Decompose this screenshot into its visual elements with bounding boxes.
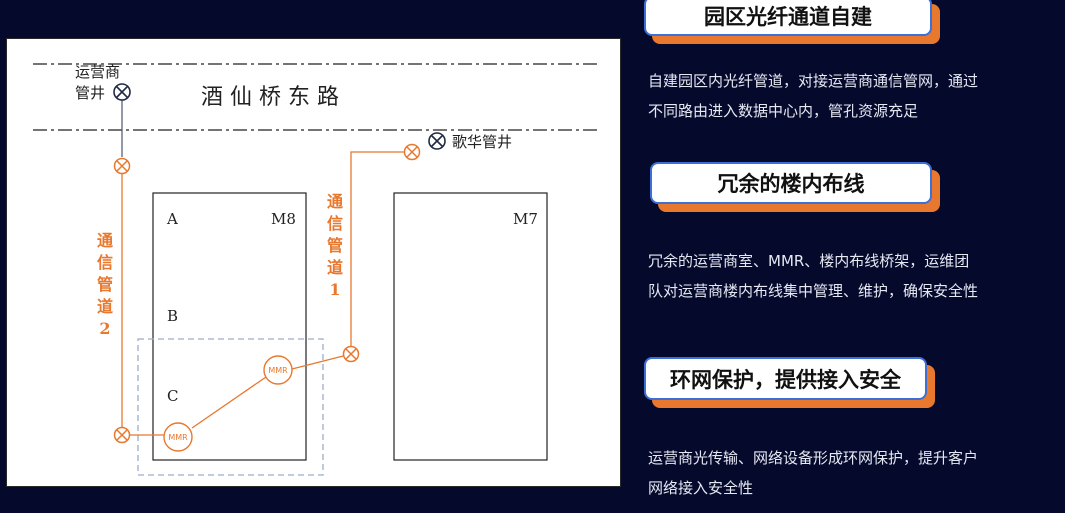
mmr-node-lower-label: MMR bbox=[168, 433, 188, 442]
section-desc-fiber: 自建园区内光纤管道，对接运营商通信管网，通过 不同路由进入数据中心内，管孔资源充… bbox=[648, 66, 1048, 126]
road-label: 酒 仙 桥 东 路 bbox=[201, 85, 339, 110]
section-heading-ring: 环网保护，提供接入安全 bbox=[644, 357, 935, 408]
desc-line: 不同路由进入数据中心内，管孔资源充足 bbox=[648, 102, 919, 120]
mmr-node-upper bbox=[263, 355, 293, 385]
mmr-zone-dashed-box bbox=[137, 338, 324, 476]
gehua-well-icon bbox=[428, 132, 446, 150]
channel-1-manhole-bottom-icon bbox=[342, 345, 360, 363]
channel-2-label-char: 道 bbox=[97, 297, 113, 316]
channel-1-label-char: 管 bbox=[327, 236, 343, 255]
channel-1-label-char: 1 bbox=[329, 280, 340, 299]
channel-1-label-char: 道 bbox=[327, 258, 343, 277]
channel-2-label: 通 信 管 道 2 bbox=[97, 231, 113, 338]
mmr-node-lower bbox=[163, 422, 193, 452]
floor-c-label: C bbox=[167, 387, 178, 405]
mmr-link bbox=[191, 376, 267, 429]
operator-well-label-line1: 运营商 bbox=[75, 63, 120, 81]
section-title: 环网保护，提供接入安全 bbox=[644, 357, 927, 400]
floor-a-label: A bbox=[166, 210, 178, 228]
building-m7-label: M7 bbox=[513, 210, 538, 228]
section-desc-cabling: 冗余的运营商室、MMR、楼内布线桥架，运维团 队对运营商楼内布线集中管理、维护，… bbox=[648, 246, 1048, 306]
floor-b-label: B bbox=[167, 307, 178, 325]
channel-2-label-char: 通 bbox=[97, 231, 113, 250]
mmr-node-upper-label: MMR bbox=[268, 366, 288, 375]
channel-2-label-char: 管 bbox=[97, 275, 113, 294]
desc-line: 网络接入安全性 bbox=[648, 479, 754, 497]
channel-2-label-char: 信 bbox=[97, 253, 113, 272]
channel-1-path bbox=[291, 151, 412, 370]
section-heading-fiber: 园区光纤通道自建 bbox=[644, 0, 940, 44]
channel-2-manhole-top-icon bbox=[113, 157, 131, 175]
gehua-well-label: 歌华管井 bbox=[452, 133, 512, 151]
section-title: 冗余的楼内布线 bbox=[650, 162, 932, 204]
channel-1-label-char: 通 bbox=[327, 192, 343, 211]
section-title: 园区光纤通道自建 bbox=[644, 0, 932, 36]
diagram-canvas: 酒 仙 桥 东 路 运营商 管井 歌华管井 M8 M7 A B C bbox=[33, 63, 597, 476]
desc-line: 冗余的运营商室、MMR、楼内布线桥架，运维团 bbox=[648, 252, 970, 270]
campus-fiber-diagram: 酒 仙 桥 东 路 运营商 管井 歌华管井 M8 M7 A B C bbox=[6, 38, 621, 487]
channel-2-label-char: 2 bbox=[99, 319, 110, 338]
operator-well-label-line2: 管井 bbox=[75, 84, 105, 102]
channel-1-label: 通 信 管 道 1 bbox=[327, 192, 343, 299]
channel-1-label-char: 信 bbox=[327, 214, 343, 233]
building-m8-label: M8 bbox=[271, 210, 296, 228]
operator-well-icon bbox=[113, 83, 131, 101]
building-m7 bbox=[393, 192, 548, 461]
desc-line: 队对运营商楼内布线集中管理、维护，确保安全性 bbox=[648, 282, 979, 300]
building-m8 bbox=[152, 192, 307, 461]
channel-1-manhole-top-icon bbox=[403, 143, 421, 161]
section-heading-cabling: 冗余的楼内布线 bbox=[650, 162, 940, 212]
desc-line: 运营商光传输、网络设备形成环网保护，提升客户 bbox=[648, 449, 979, 467]
section-desc-ring: 运营商光传输、网络设备形成环网保护，提升客户 网络接入安全性 bbox=[648, 443, 1048, 503]
channel-2-manhole-bottom-icon bbox=[113, 426, 131, 444]
channel-2-path bbox=[121, 166, 165, 436]
desc-line: 自建园区内光纤管道，对接运营商通信管网，通过 bbox=[648, 72, 979, 90]
